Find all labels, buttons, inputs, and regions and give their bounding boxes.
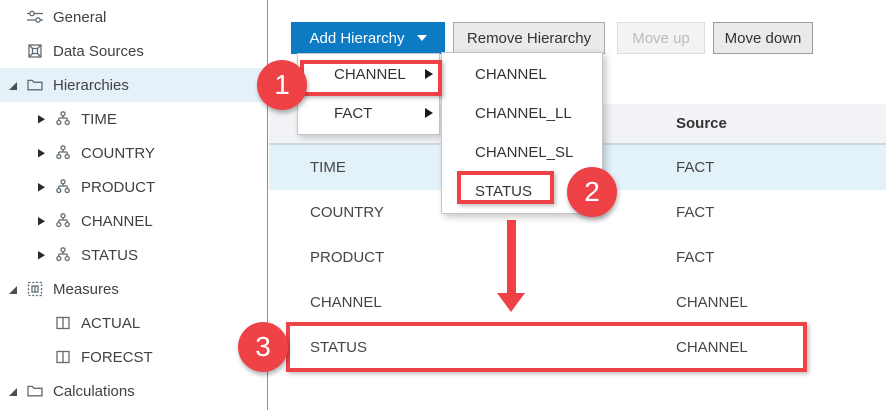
row-name-cell: STATUS [310, 339, 367, 356]
submenu-item-status[interactable]: STATUS [442, 172, 602, 211]
row-name-cell: COUNTRY [310, 204, 384, 221]
sidebar-item-status[interactable]: STATUS [0, 238, 267, 272]
columns-icon [54, 314, 72, 332]
submenu-item-label: CHANNEL [475, 66, 547, 83]
expander-slot [34, 350, 54, 364]
sidebar-item-label: FORECST [81, 348, 153, 366]
row-source-cell: FACT [676, 204, 715, 221]
expand-collapse-icon[interactable] [6, 282, 26, 296]
expand-collapse-icon[interactable] [6, 78, 26, 92]
expander-slot [6, 10, 26, 24]
sidebar-item-hierarchies[interactable]: Hierarchies [0, 68, 267, 102]
chevron-down-icon [416, 35, 427, 41]
sidebar-item-channel[interactable]: CHANNEL [0, 204, 267, 238]
sidebar-item-label: General [53, 8, 107, 26]
remove-hierarchy-button[interactable]: Remove Hierarchy [453, 22, 605, 54]
submenu-arrow-icon [425, 108, 433, 118]
submenu-item-channel-sl[interactable]: CHANNEL_SL [442, 133, 602, 172]
sidebar-item-label: COUNTRY [81, 144, 155, 162]
move-down-button[interactable]: Move down [713, 22, 813, 54]
sidebar-item-label: ACTUAL [81, 314, 141, 332]
sidebar-item-country[interactable]: COUNTRY [0, 136, 267, 170]
menu-item-fact[interactable]: FACT [298, 94, 439, 133]
sidebar-item-label: PRODUCT [81, 178, 156, 196]
expand-collapse-icon[interactable] [34, 180, 54, 194]
sidebar-item-measures[interactable]: Measures [0, 272, 267, 306]
expand-collapse-icon[interactable] [6, 384, 26, 398]
add-hierarchy-button[interactable]: Add Hierarchy [291, 22, 445, 54]
menu-item-label: FACT [334, 105, 373, 122]
sidebar-item-forecst[interactable]: FORECST [0, 340, 267, 374]
move-down-label: Move down [724, 29, 802, 47]
sidebar-item-actual[interactable]: ACTUAL [0, 306, 267, 340]
row-source-cell: FACT [676, 249, 715, 266]
table-row[interactable]: STATUS CHANNEL [269, 325, 886, 370]
submenu-item-label: CHANNEL_SL [475, 144, 574, 161]
sidebar-item-product[interactable]: PRODUCT [0, 170, 267, 204]
sliders-icon [26, 8, 44, 26]
step-number: 1 [274, 69, 290, 100]
channel-submenu: CHANNEL CHANNEL_LL CHANNEL_SL STATUS [441, 52, 603, 214]
measures-icon [26, 280, 44, 298]
sidebar-item-label: CHANNEL [81, 212, 153, 230]
submenu-item-channel-ll[interactable]: CHANNEL_LL [442, 94, 602, 133]
sidebar-item-label: Data Sources [53, 42, 144, 60]
sidebar-item-label: STATUS [81, 246, 138, 264]
submenu-item-channel[interactable]: CHANNEL [442, 55, 602, 94]
folder-icon [26, 76, 44, 94]
row-source-cell: FACT [676, 159, 715, 176]
sidebar-tree: General Data Sources Hierarchies TIME [0, 0, 268, 410]
data-frame-icon [26, 42, 44, 60]
source-column-header: Source [676, 115, 727, 132]
hierarchy-icon [54, 110, 72, 128]
submenu-arrow-icon [425, 69, 433, 79]
submenu-item-label: CHANNEL_LL [475, 105, 572, 122]
add-hierarchy-dropdown-menu: CHANNEL FACT [297, 53, 440, 135]
menu-item-channel[interactable]: CHANNEL [298, 55, 439, 94]
expander-slot [34, 316, 54, 330]
expand-collapse-icon[interactable] [34, 248, 54, 262]
sidebar-item-data-sources[interactable]: Data Sources [0, 34, 267, 68]
sidebar-item-label: Measures [53, 280, 119, 298]
move-up-button[interactable]: Move up [617, 22, 705, 54]
expand-collapse-icon[interactable] [34, 214, 54, 228]
table-row[interactable]: CHANNEL CHANNEL [269, 280, 886, 325]
sidebar-item-label: Calculations [53, 382, 135, 400]
move-up-label: Move up [632, 29, 690, 47]
sidebar-item-label: TIME [81, 110, 117, 128]
add-hierarchy-label: Add Hierarchy [309, 29, 405, 47]
hierarchy-icon [54, 246, 72, 264]
remove-hierarchy-label: Remove Hierarchy [466, 29, 592, 47]
folder-icon [26, 382, 44, 400]
menu-item-label: CHANNEL [334, 66, 406, 83]
sidebar-item-general[interactable]: General [0, 0, 267, 34]
sidebar-item-calculations[interactable]: Calculations [0, 374, 267, 408]
hierarchy-icon [54, 178, 72, 196]
row-name-cell: TIME [310, 159, 346, 176]
sidebar-item-time[interactable]: TIME [0, 102, 267, 136]
expander-slot [6, 44, 26, 58]
sidebar-item-label: Hierarchies [53, 76, 129, 94]
row-source-cell: CHANNEL [676, 294, 748, 311]
expand-collapse-icon[interactable] [34, 146, 54, 160]
columns-icon [54, 348, 72, 366]
row-name-cell: PRODUCT [310, 249, 385, 266]
hierarchy-icon [54, 212, 72, 230]
hierarchy-icon [54, 144, 72, 162]
submenu-item-label: STATUS [475, 183, 532, 200]
table-row[interactable]: PRODUCT FACT [269, 235, 886, 280]
row-name-cell: CHANNEL [310, 294, 382, 311]
row-source-cell: CHANNEL [676, 339, 748, 356]
expand-collapse-icon[interactable] [34, 112, 54, 126]
